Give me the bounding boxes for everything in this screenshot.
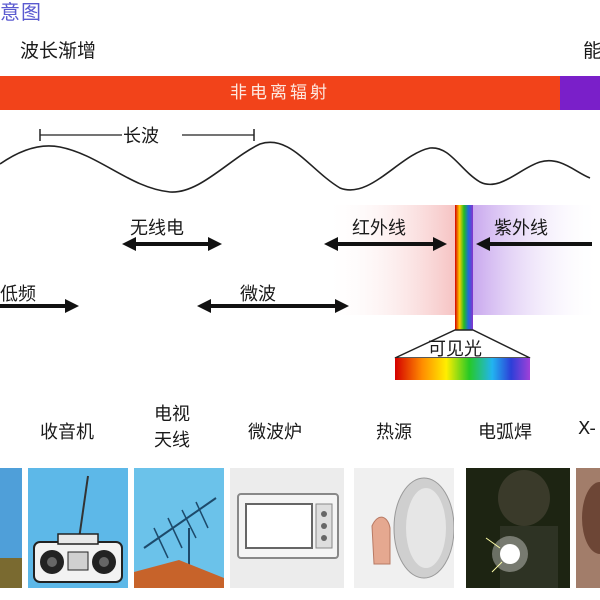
- low-frequency-label: 极低频: [0, 284, 36, 305]
- radio-label: 无线电: [130, 218, 184, 239]
- arc-welding-icon: [466, 468, 570, 588]
- radio-icon: [28, 468, 128, 588]
- non-ionizing-band: [0, 76, 560, 110]
- ionizing-band-start: [560, 76, 600, 110]
- microwave-oven-icon: [230, 468, 344, 588]
- caption-tv-antenna: 电视天线: [154, 404, 190, 451]
- caption-arc-welding: 电弧焊: [478, 422, 532, 443]
- heat-source-icon: [354, 468, 454, 588]
- caption-heat-source: 热源: [376, 422, 412, 443]
- caption-microwave-oven: 微波炉: [248, 422, 302, 443]
- tv-antenna-icon: [134, 468, 224, 588]
- diagram-title-fragment: 意图: [0, 0, 42, 24]
- infrared-label: 红外线: [352, 218, 406, 239]
- wavelength-increasing-label: 波长渐增: [20, 40, 97, 62]
- ultraviolet-label: 紫外线: [494, 218, 548, 239]
- caption-radio-receiver: 收音机: [40, 422, 94, 443]
- ultraviolet-region: [473, 205, 600, 315]
- caption-xray: X-: [578, 418, 596, 439]
- long-wave-label: 长波: [123, 126, 159, 147]
- microwave-label: 微波: [240, 284, 276, 305]
- energy-label-fragment: 能: [583, 40, 600, 62]
- non-ionizing-label: 非电离辐射: [230, 83, 330, 103]
- spectrum-diagram: [0, 129, 600, 380]
- visible-spectrum-bar: [395, 358, 530, 380]
- leftmost-photo: [0, 468, 22, 588]
- visible-light-label: 可见光: [428, 339, 482, 360]
- wave-curve: [0, 141, 591, 193]
- visible-light-strip: [455, 205, 473, 330]
- xray-icon: [576, 468, 600, 588]
- infrared-region: [325, 205, 455, 315]
